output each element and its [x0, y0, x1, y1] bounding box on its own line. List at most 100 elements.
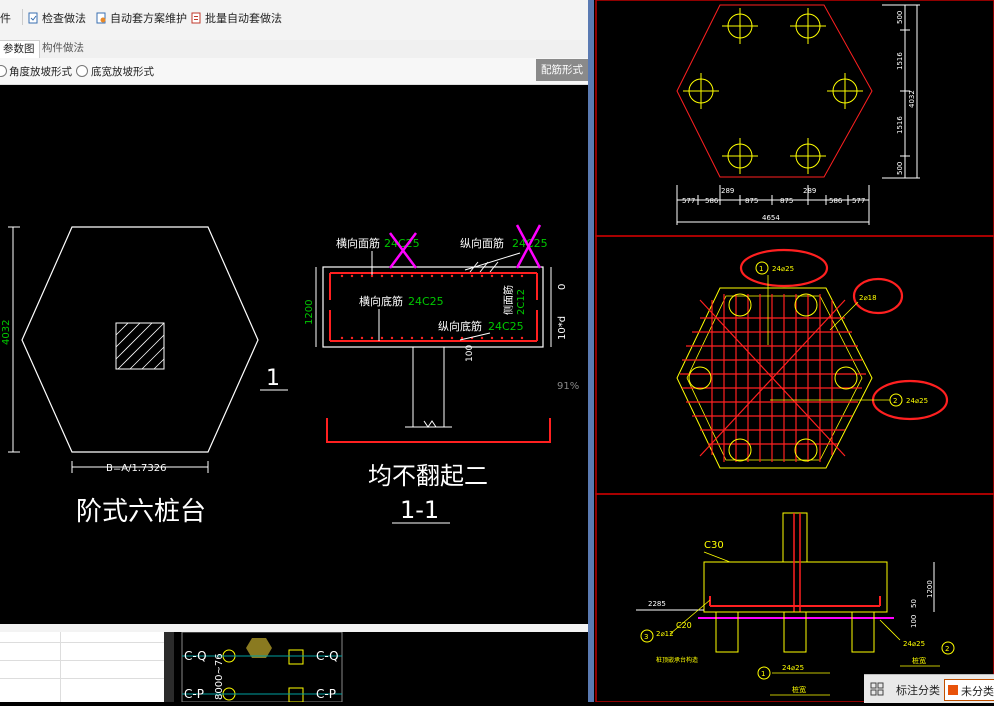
toolbar-separator	[22, 9, 23, 25]
top-hdim-2: 875	[745, 197, 758, 205]
magenta-x-marks	[388, 224, 542, 269]
radio-bottom-width-slope-label: 底宽放坡形式	[91, 66, 154, 78]
bot-dim-50: 50	[910, 599, 918, 608]
top-pile-circles	[683, 8, 863, 174]
mid-tag2-highlight	[852, 277, 904, 315]
mid-tag1-highlight	[739, 248, 829, 288]
tab-bar: 参数图 构件做法	[0, 40, 588, 59]
reference-image-panel: 500 1516 1516 500 4032 289 289 577 586 8…	[594, 0, 994, 703]
axis-cq-right: C-Q	[316, 649, 339, 663]
parameter-drawing-svg: 4032 B=A/1.7326 阶式六桩台 1	[1, 224, 579, 527]
bottom-plan-svg: C-Q C-Q C-P C-P 8000~76	[164, 632, 343, 702]
hexagon-pile-cap-outline	[21, 226, 259, 453]
dim-10d-text: 10*d	[557, 316, 568, 340]
panel-divider[interactable]	[588, 0, 594, 702]
bot-pile-label: 桩宽	[792, 685, 806, 694]
bot-pile-label-right: 桩宽	[912, 656, 926, 665]
rebar-form-button-label: 配筋形式	[541, 64, 583, 76]
radio-angle-slope[interactable]	[0, 65, 7, 77]
tab-parameter-drawing-label: 参数图	[3, 43, 35, 55]
bot-c30-label: C30	[704, 540, 724, 551]
heng-mian-label: 横向面筋	[336, 236, 380, 250]
section-marker-1: 1	[266, 366, 280, 391]
bot-tag1-text: 24⌀25	[782, 664, 804, 672]
zoom-indicator: 91%	[557, 381, 579, 392]
drawing-title: 阶式六桩台	[76, 497, 206, 527]
bot-column	[782, 512, 808, 563]
break-symbol	[423, 420, 437, 428]
unclassified-badge[interactable]: 未分类	[944, 679, 994, 701]
rebar-dots	[340, 274, 524, 340]
ce-mian-value: 2C12	[516, 289, 527, 315]
toolbar-partial-item[interactable]: 件	[0, 10, 11, 26]
top-hdim-3: 875	[780, 197, 793, 205]
toolbar-partial-label: 件	[0, 12, 11, 25]
bending-note: 均不翻起二	[368, 462, 488, 490]
mid-tag1-text: 24⌀25	[772, 265, 794, 273]
top-htotal: 4654	[762, 214, 780, 222]
top-hdim-1: 586	[705, 197, 719, 205]
column-hatch-lines	[115, 322, 165, 370]
top-hdim-top-1: 289	[803, 187, 816, 195]
rebar-form-button[interactable]: 配筋形式	[536, 59, 588, 81]
bot-tag3-text: 2⌀12	[656, 630, 674, 638]
check-doc-icon	[28, 12, 38, 24]
mid-tag1-num: 1	[759, 265, 763, 273]
zong-mian-label: 纵向面筋	[460, 236, 504, 250]
mid-tag3-text: 24⌀25	[906, 397, 928, 405]
unclassified-color-swatch	[948, 685, 958, 695]
mid-hexagon-outer	[676, 287, 873, 469]
top-vdim-1: 1516	[896, 52, 904, 70]
bottom-strip-border	[0, 624, 588, 632]
top-hexagon	[676, 4, 873, 178]
tab-parameter-drawing[interactable]: 参数图	[0, 40, 40, 58]
top-hdim-4: 586	[829, 197, 843, 205]
batch-doc-icon	[191, 12, 201, 24]
check-method-label: 检查做法	[42, 12, 86, 25]
radio-angle-slope-label: 角度放坡形式	[9, 66, 72, 78]
top-vdim-2: 1516	[896, 116, 904, 134]
status-bar: 标注分类 未分类	[864, 674, 994, 703]
section-column	[412, 346, 445, 428]
toolbar: 件 检查做法 自动套方案维护 批量自动套做法	[0, 0, 588, 41]
grid-classify-icon[interactable]	[870, 682, 884, 696]
option-bar: 角度放坡形式 底宽放坡形式 配筋形式	[0, 58, 588, 85]
height-dimension-text: 4032	[1, 320, 12, 345]
axis-cp-left: C-P	[184, 687, 204, 701]
check-method-button[interactable]: 检查做法	[28, 10, 86, 26]
top-hdim-top-0: 289	[721, 187, 734, 195]
auto-scheme-maint-button[interactable]: 自动套方案维护	[96, 10, 187, 26]
bot-piles	[715, 611, 875, 653]
tag-classify-label[interactable]: 标注分类	[896, 684, 940, 697]
bot-tag1-num: 1	[761, 670, 765, 678]
heng-di-value: 24C25	[408, 295, 444, 308]
bot-c20-label: C20	[676, 621, 692, 630]
bot-cap-outline	[703, 561, 888, 613]
bot-tag2-text: 24⌀25	[903, 640, 925, 648]
bot-tag3-num: 3	[644, 633, 648, 641]
reference-drawing-svg: 500 1516 1516 500 4032 289 289 577 586 8…	[595, 0, 994, 703]
axis-vertical-text: 8000~76	[214, 653, 225, 700]
top-hdim-5: 577	[852, 197, 865, 205]
top-vdim-0: 500	[896, 11, 904, 24]
bot-tag2-num: 2	[945, 645, 949, 653]
axis-cq-left: C-Q	[184, 649, 207, 663]
tab-component-method[interactable]: 构件做法	[38, 40, 88, 57]
radio-bottom-width-slope[interactable]	[76, 65, 88, 77]
bot-dim-100: 100	[910, 615, 918, 628]
top-hdim-0: 577	[682, 197, 695, 205]
section-height-text: 1200	[304, 300, 315, 325]
parameter-drawing-canvas: 4032 B=A/1.7326 阶式六桩台 1	[0, 84, 588, 624]
mid-rebar-grid	[680, 294, 866, 462]
property-table-area[interactable]	[0, 632, 164, 702]
mid-pile-circles	[688, 293, 858, 462]
top-vdim-3: 500	[896, 162, 904, 175]
heng-di-label: 横向底筋	[359, 294, 403, 308]
left-panel: 件 检查做法 自动套方案维护 批量自动套做法 参数图 构件做法 角度放坡形式 底…	[0, 0, 588, 702]
batch-auto-apply-label: 批量自动套做法	[205, 12, 282, 25]
dim-100-text: 100	[465, 345, 475, 362]
tab-component-method-label: 构件做法	[42, 42, 84, 54]
top-vtotal: 4032	[908, 90, 916, 108]
axis-cp-right: C-P	[316, 687, 336, 701]
batch-auto-apply-button[interactable]: 批量自动套做法	[191, 10, 282, 26]
